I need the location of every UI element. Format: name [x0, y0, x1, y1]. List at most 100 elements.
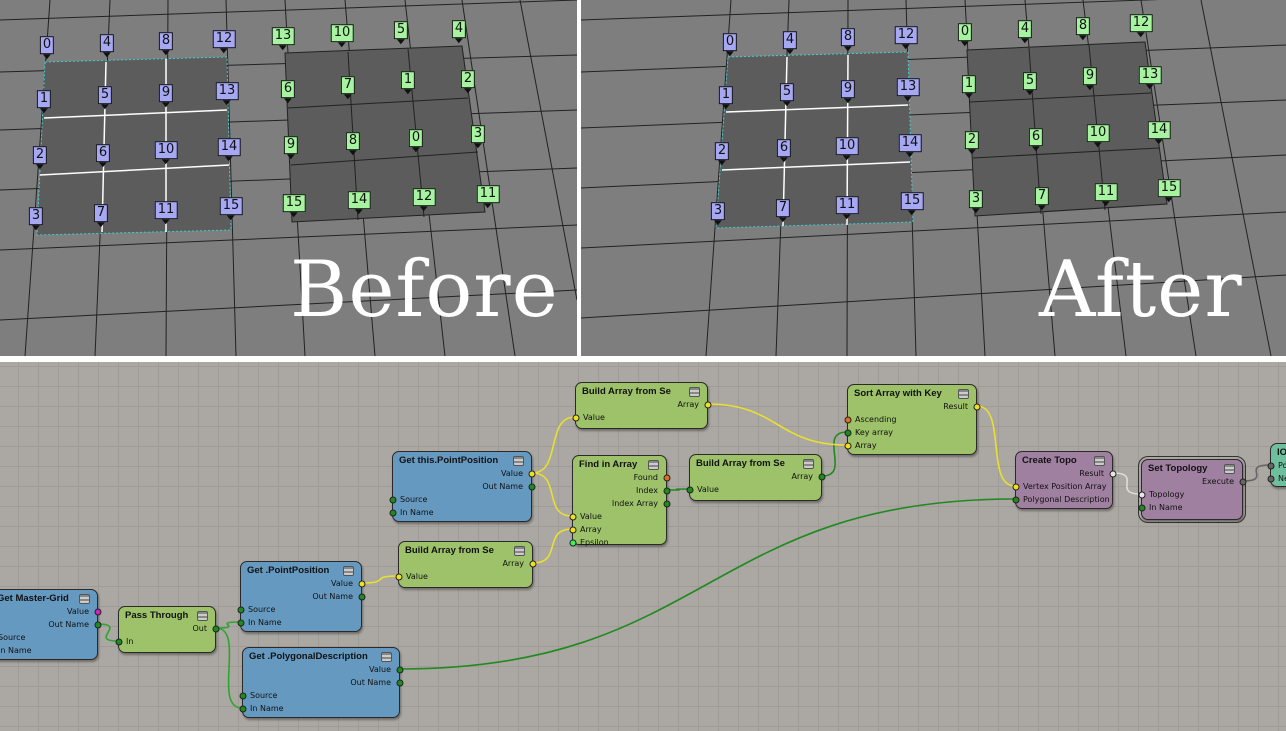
node-menu-icon[interactable] — [803, 459, 814, 469]
input-port-label: In Name — [248, 618, 282, 627]
input-port[interactable] — [239, 705, 247, 713]
node-menu-icon[interactable] — [514, 546, 525, 556]
input-port-label: Source — [0, 633, 26, 642]
blue-vertex-label: 3 — [710, 202, 726, 226]
output-port[interactable] — [358, 580, 365, 588]
wire[interactable] — [399, 498, 1016, 670]
blue-vertex-label: 9 — [158, 84, 174, 108]
output-port[interactable] — [663, 500, 670, 508]
output-port[interactable] — [528, 483, 535, 491]
output-port[interactable] — [212, 625, 219, 633]
output-port[interactable] — [1239, 478, 1246, 486]
output-port[interactable] — [358, 593, 365, 601]
wire[interactable] — [215, 621, 241, 629]
input-port[interactable] — [1012, 483, 1020, 491]
input-port[interactable] — [569, 539, 577, 547]
blue-vertex-label: 5 — [779, 83, 795, 107]
wire[interactable] — [532, 528, 573, 564]
input-port[interactable] — [1267, 462, 1275, 470]
input-port[interactable] — [239, 692, 247, 700]
output-port[interactable] — [528, 470, 535, 478]
wire[interactable] — [97, 623, 119, 642]
node-menu-icon[interactable] — [197, 611, 208, 621]
wire[interactable] — [531, 472, 573, 517]
node-title: Pass Through — [125, 610, 189, 621]
input-port-label: Value — [406, 572, 428, 581]
output-port[interactable] — [396, 679, 403, 687]
wire[interactable] — [707, 403, 848, 446]
green-vertex-label: 3 — [968, 190, 984, 214]
output-port-label: Index — [635, 486, 658, 495]
wire[interactable] — [215, 627, 243, 709]
node-menu-icon[interactable] — [689, 387, 700, 397]
node-menu-icon[interactable] — [343, 566, 354, 576]
blue-vertex-label: 10 — [835, 137, 859, 161]
node-title: Build Array from Se — [696, 458, 785, 469]
input-port[interactable] — [1138, 504, 1146, 512]
input-port[interactable] — [569, 513, 577, 521]
wire[interactable] — [361, 575, 399, 584]
green-vertex-label: 12 — [1129, 14, 1153, 38]
blue-vertex-label: 14 — [217, 138, 241, 162]
input-port[interactable] — [686, 486, 694, 494]
wire[interactable] — [666, 488, 690, 491]
node-menu-icon[interactable] — [958, 389, 969, 399]
wire[interactable] — [976, 405, 1016, 487]
node-io[interactable]: IOPoNe — [1267, 443, 1286, 487]
output-port[interactable] — [529, 560, 536, 568]
node-menu-icon[interactable] — [513, 456, 524, 466]
input-port[interactable] — [237, 606, 245, 614]
input-port[interactable] — [844, 429, 852, 437]
wire[interactable] — [1112, 472, 1142, 495]
input-port[interactable] — [844, 416, 852, 424]
input-port-label: Epsilon — [580, 538, 609, 547]
input-port-label: Topology — [1149, 490, 1185, 499]
output-port[interactable] — [663, 474, 670, 482]
output-port[interactable] — [396, 666, 403, 674]
floor-grid — [581, 0, 1286, 356]
node-menu-icon[interactable] — [79, 594, 90, 604]
output-port[interactable] — [1109, 470, 1116, 478]
input-port[interactable] — [237, 619, 245, 627]
input-port[interactable] — [115, 638, 123, 646]
input-port[interactable] — [389, 496, 397, 504]
output-port[interactable] — [94, 621, 101, 629]
green-vertex-label: 10 — [330, 24, 354, 48]
input-port[interactable] — [569, 526, 577, 534]
input-port[interactable] — [844, 442, 852, 450]
node-menu-icon[interactable] — [381, 652, 392, 662]
node-menu-icon[interactable] — [648, 460, 659, 470]
output-port[interactable] — [818, 473, 825, 481]
node-menu-icon[interactable] — [1224, 464, 1235, 474]
input-port[interactable] — [395, 573, 403, 581]
wire[interactable] — [821, 431, 848, 477]
input-port[interactable] — [389, 509, 397, 517]
wire[interactable] — [531, 416, 576, 474]
blue-vertex-label: 2 — [32, 146, 48, 170]
input-port[interactable] — [1267, 475, 1275, 483]
output-port[interactable] — [663, 487, 670, 495]
output-port[interactable] — [973, 403, 980, 411]
output-port[interactable] — [94, 608, 101, 616]
input-port[interactable] — [572, 414, 580, 422]
wire[interactable] — [1242, 464, 1271, 482]
input-port[interactable] — [1138, 491, 1146, 499]
output-port[interactable] — [704, 401, 711, 409]
input-port[interactable] — [1012, 496, 1020, 504]
node-menu-icon[interactable] — [1094, 456, 1105, 466]
